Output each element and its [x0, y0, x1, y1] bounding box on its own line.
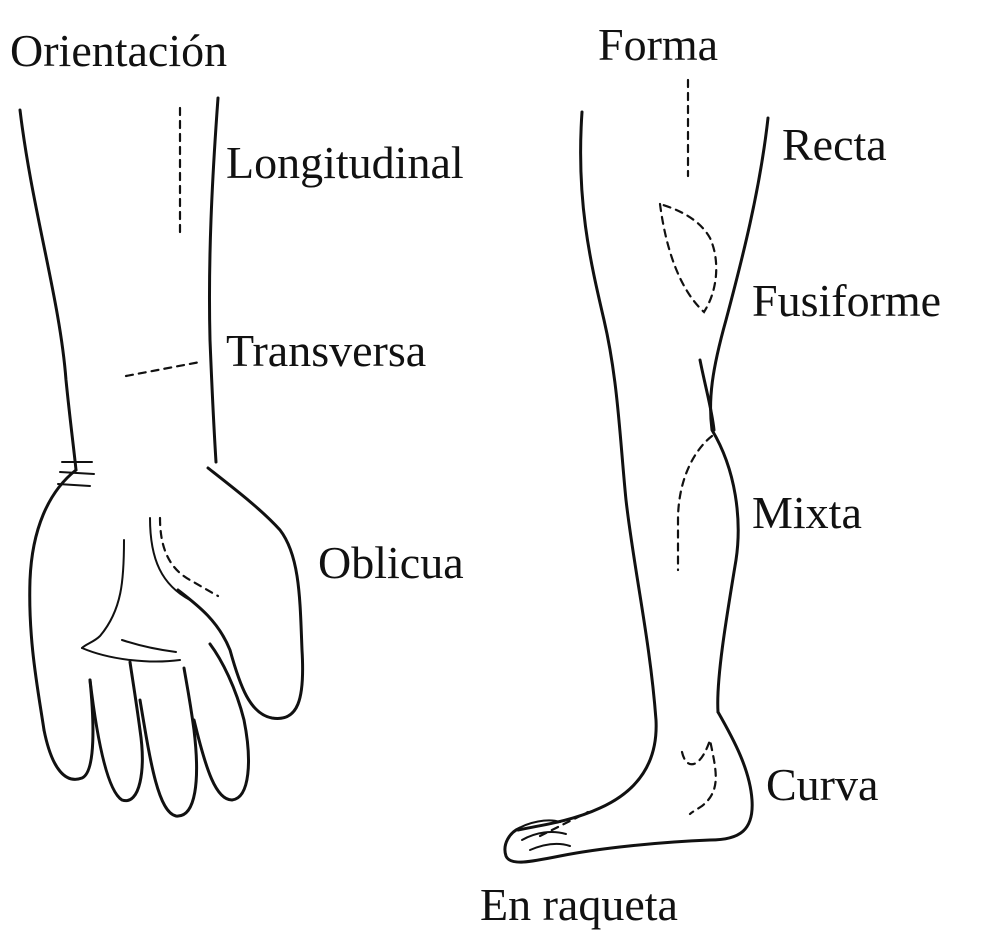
- palm-crease-2: [122, 640, 176, 652]
- palm-left-edge: [30, 470, 76, 730]
- finger-2: [90, 662, 142, 801]
- transverse-incision: [126, 362, 200, 376]
- label-fusiforme: Fusiforme: [752, 275, 941, 326]
- label-recta: Recta: [782, 119, 887, 170]
- label-en-raqueta: En raqueta: [480, 879, 678, 930]
- curved-incision: [682, 740, 716, 814]
- orientation-heading: Orientación: [10, 25, 227, 76]
- forearm-right-edge: [209, 98, 218, 462]
- label-longitudinal: Longitudinal: [226, 137, 464, 188]
- leg-right-edge: [711, 118, 768, 712]
- leg-left-edge: [518, 112, 656, 830]
- thumb-outline: [178, 468, 303, 718]
- leg-foot-drawing: [505, 80, 768, 862]
- hand-forearm-drawing: [20, 98, 303, 816]
- finger-4: [194, 644, 248, 800]
- forearm-left-edge: [20, 110, 76, 470]
- form-heading: Forma: [598, 19, 718, 70]
- finger-1: [44, 680, 93, 779]
- label-transversa: Transversa: [226, 325, 426, 376]
- fusiform-incision: [660, 204, 716, 312]
- finger-3: [140, 668, 197, 816]
- mixed-incision: [678, 436, 712, 570]
- label-mixta: Mixta: [752, 487, 862, 538]
- label-curva: Curva: [766, 759, 878, 810]
- palm-inner-line: [82, 540, 124, 648]
- label-oblicua: Oblicua: [318, 537, 464, 588]
